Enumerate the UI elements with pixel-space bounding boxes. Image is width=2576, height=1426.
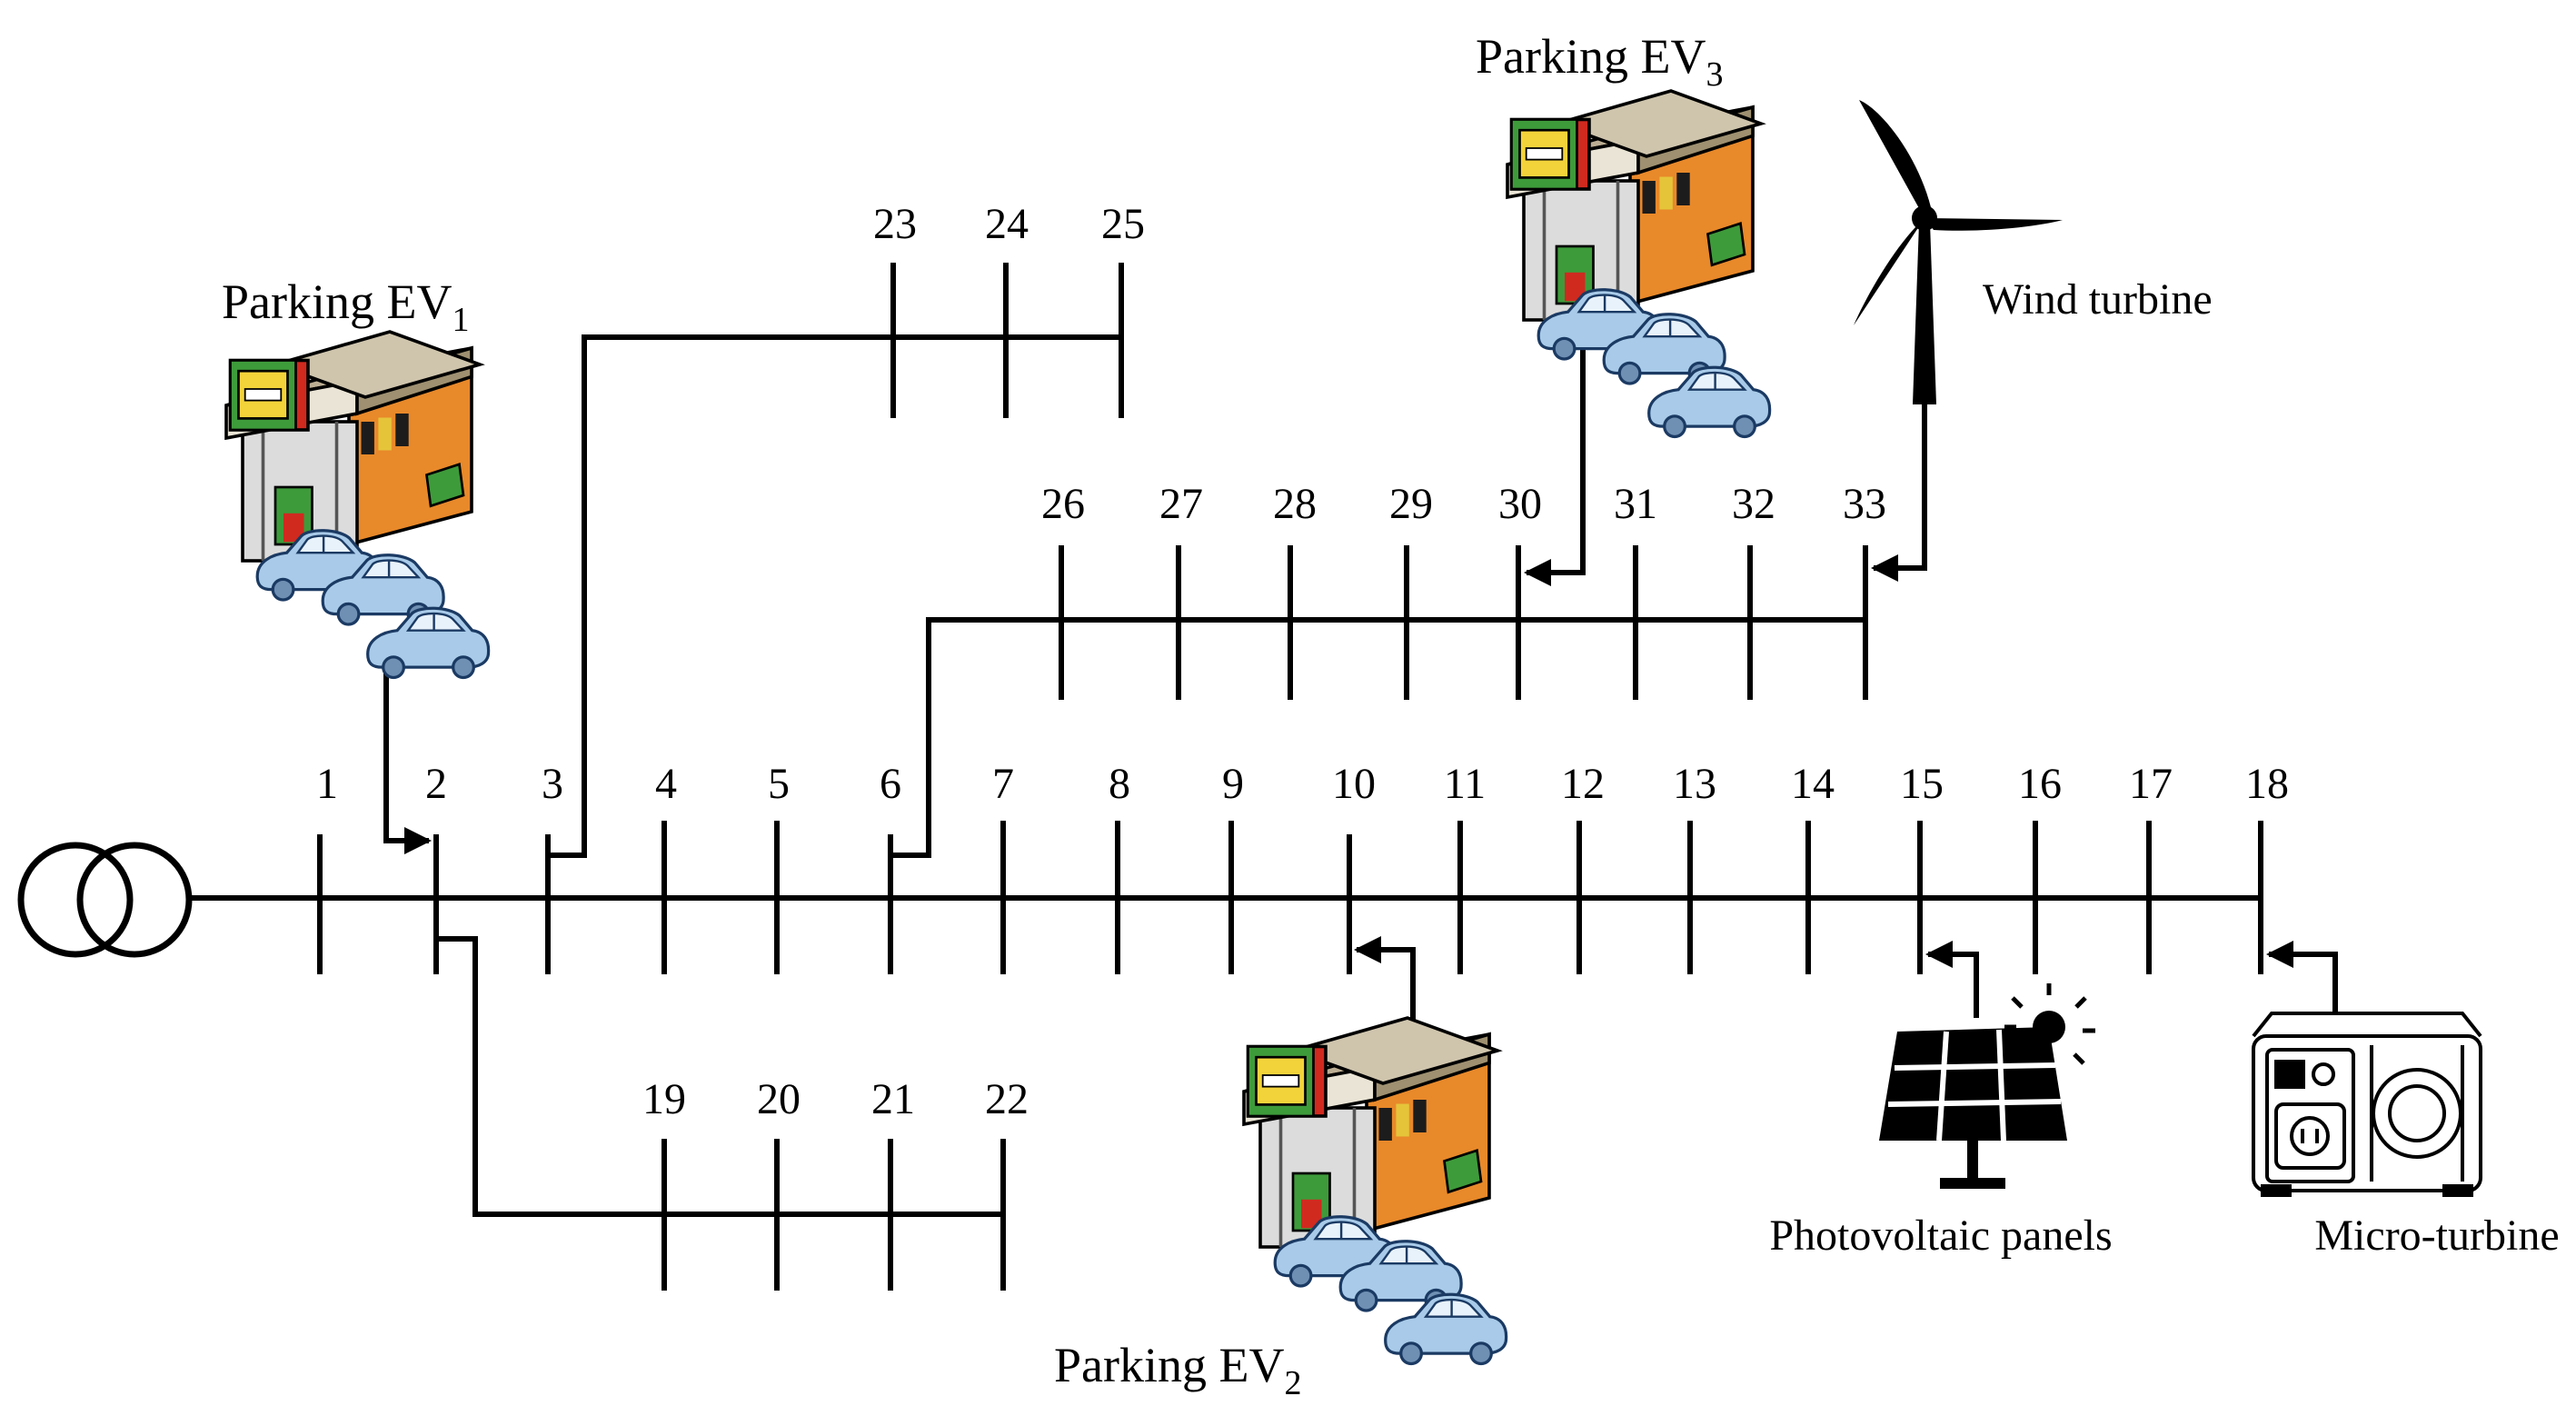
parking-station-icon bbox=[1244, 1018, 1507, 1364]
parking-ev1-label: Parking EV1 bbox=[222, 274, 469, 339]
parking-station-icon bbox=[226, 332, 489, 678]
main-feeder bbox=[189, 821, 2263, 974]
lateral-23-25 bbox=[548, 263, 1124, 858]
bus-label-9: 9 bbox=[1222, 760, 1244, 808]
wind-turbine-label: Wind turbine bbox=[1983, 275, 2213, 324]
bus-label-28: 28 bbox=[1273, 480, 1317, 528]
bus-label-17: 17 bbox=[2129, 760, 2173, 808]
bus-label-2: 2 bbox=[425, 760, 447, 808]
solar-panel-icon bbox=[1879, 1027, 2067, 1189]
bus-label-23: 23 bbox=[873, 200, 917, 248]
bus-label-27: 27 bbox=[1159, 480, 1203, 528]
bus-label-14: 14 bbox=[1791, 760, 1835, 808]
bus-label-16: 16 bbox=[2018, 760, 2062, 808]
bus-label-31: 31 bbox=[1614, 480, 1657, 528]
sun-icon bbox=[2004, 983, 2095, 1065]
bus-label-20: 20 bbox=[757, 1075, 801, 1123]
bus-label-32: 32 bbox=[1732, 480, 1775, 528]
bus-label-30: 30 bbox=[1498, 480, 1542, 528]
bus-label-15: 15 bbox=[1900, 760, 1944, 808]
lateral-26-33 bbox=[890, 545, 1868, 858]
bus-label-5: 5 bbox=[768, 760, 790, 808]
bus-label-18: 18 bbox=[2245, 760, 2289, 808]
micro-turbine-icon bbox=[2252, 1012, 2482, 1197]
bus-label-21: 21 bbox=[871, 1075, 915, 1123]
bus-label-22: 22 bbox=[985, 1075, 1029, 1123]
bus-label-24: 24 bbox=[985, 200, 1029, 248]
parking-ev3-label: Parking EV3 bbox=[1476, 29, 1723, 94]
parking-ev2-label: Parking EV2 bbox=[1054, 1338, 1301, 1402]
bus-label-1: 1 bbox=[316, 760, 338, 808]
wind-turbine-icon bbox=[1854, 100, 2063, 404]
bus-label-25: 25 bbox=[1101, 200, 1145, 248]
transformer-icon bbox=[17, 842, 193, 958]
bus-label-6: 6 bbox=[880, 760, 901, 808]
bus-label-7: 7 bbox=[992, 760, 1014, 808]
bus-label-26: 26 bbox=[1041, 480, 1085, 528]
bus-label-19: 19 bbox=[642, 1075, 686, 1123]
bus-numbers: 1 2 3 4 5 6 7 8 9 10 11 12 13 14 15 16 1… bbox=[316, 200, 2289, 1123]
bus-label-12: 12 bbox=[1561, 760, 1605, 808]
bus-label-10: 10 bbox=[1332, 760, 1376, 808]
bus-label-8: 8 bbox=[1109, 760, 1130, 808]
photovoltaic-label: Photovoltaic panels bbox=[1769, 1212, 2112, 1260]
micro-turbine-label: Micro-turbine bbox=[2314, 1212, 2559, 1260]
lateral-19-22 bbox=[436, 936, 1006, 1291]
bus-label-13: 13 bbox=[1673, 760, 1716, 808]
connection-arrows bbox=[383, 345, 2338, 1045]
bus-label-33: 33 bbox=[1843, 480, 1886, 528]
bus-label-29: 29 bbox=[1389, 480, 1433, 528]
bus-label-3: 3 bbox=[542, 760, 563, 808]
bus-label-11: 11 bbox=[1444, 760, 1486, 808]
bus-label-4: 4 bbox=[655, 760, 677, 808]
parking-station-icon bbox=[1507, 91, 1770, 437]
